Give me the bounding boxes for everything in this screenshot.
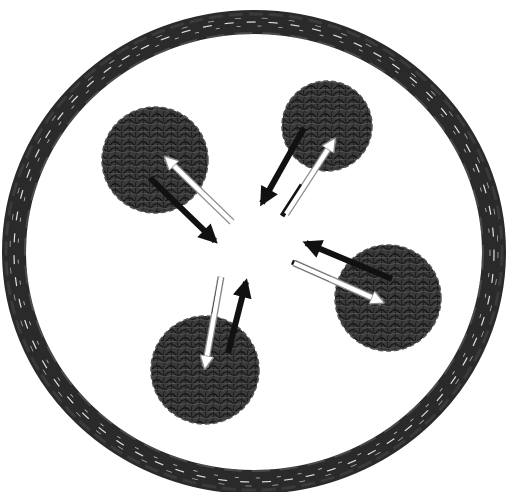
outer-ring (6, 14, 502, 490)
node-bottom (151, 316, 259, 424)
node-top-right (282, 81, 372, 171)
arrow-outward-top-right-dark-edge (282, 185, 302, 216)
node-top-left (102, 107, 208, 213)
